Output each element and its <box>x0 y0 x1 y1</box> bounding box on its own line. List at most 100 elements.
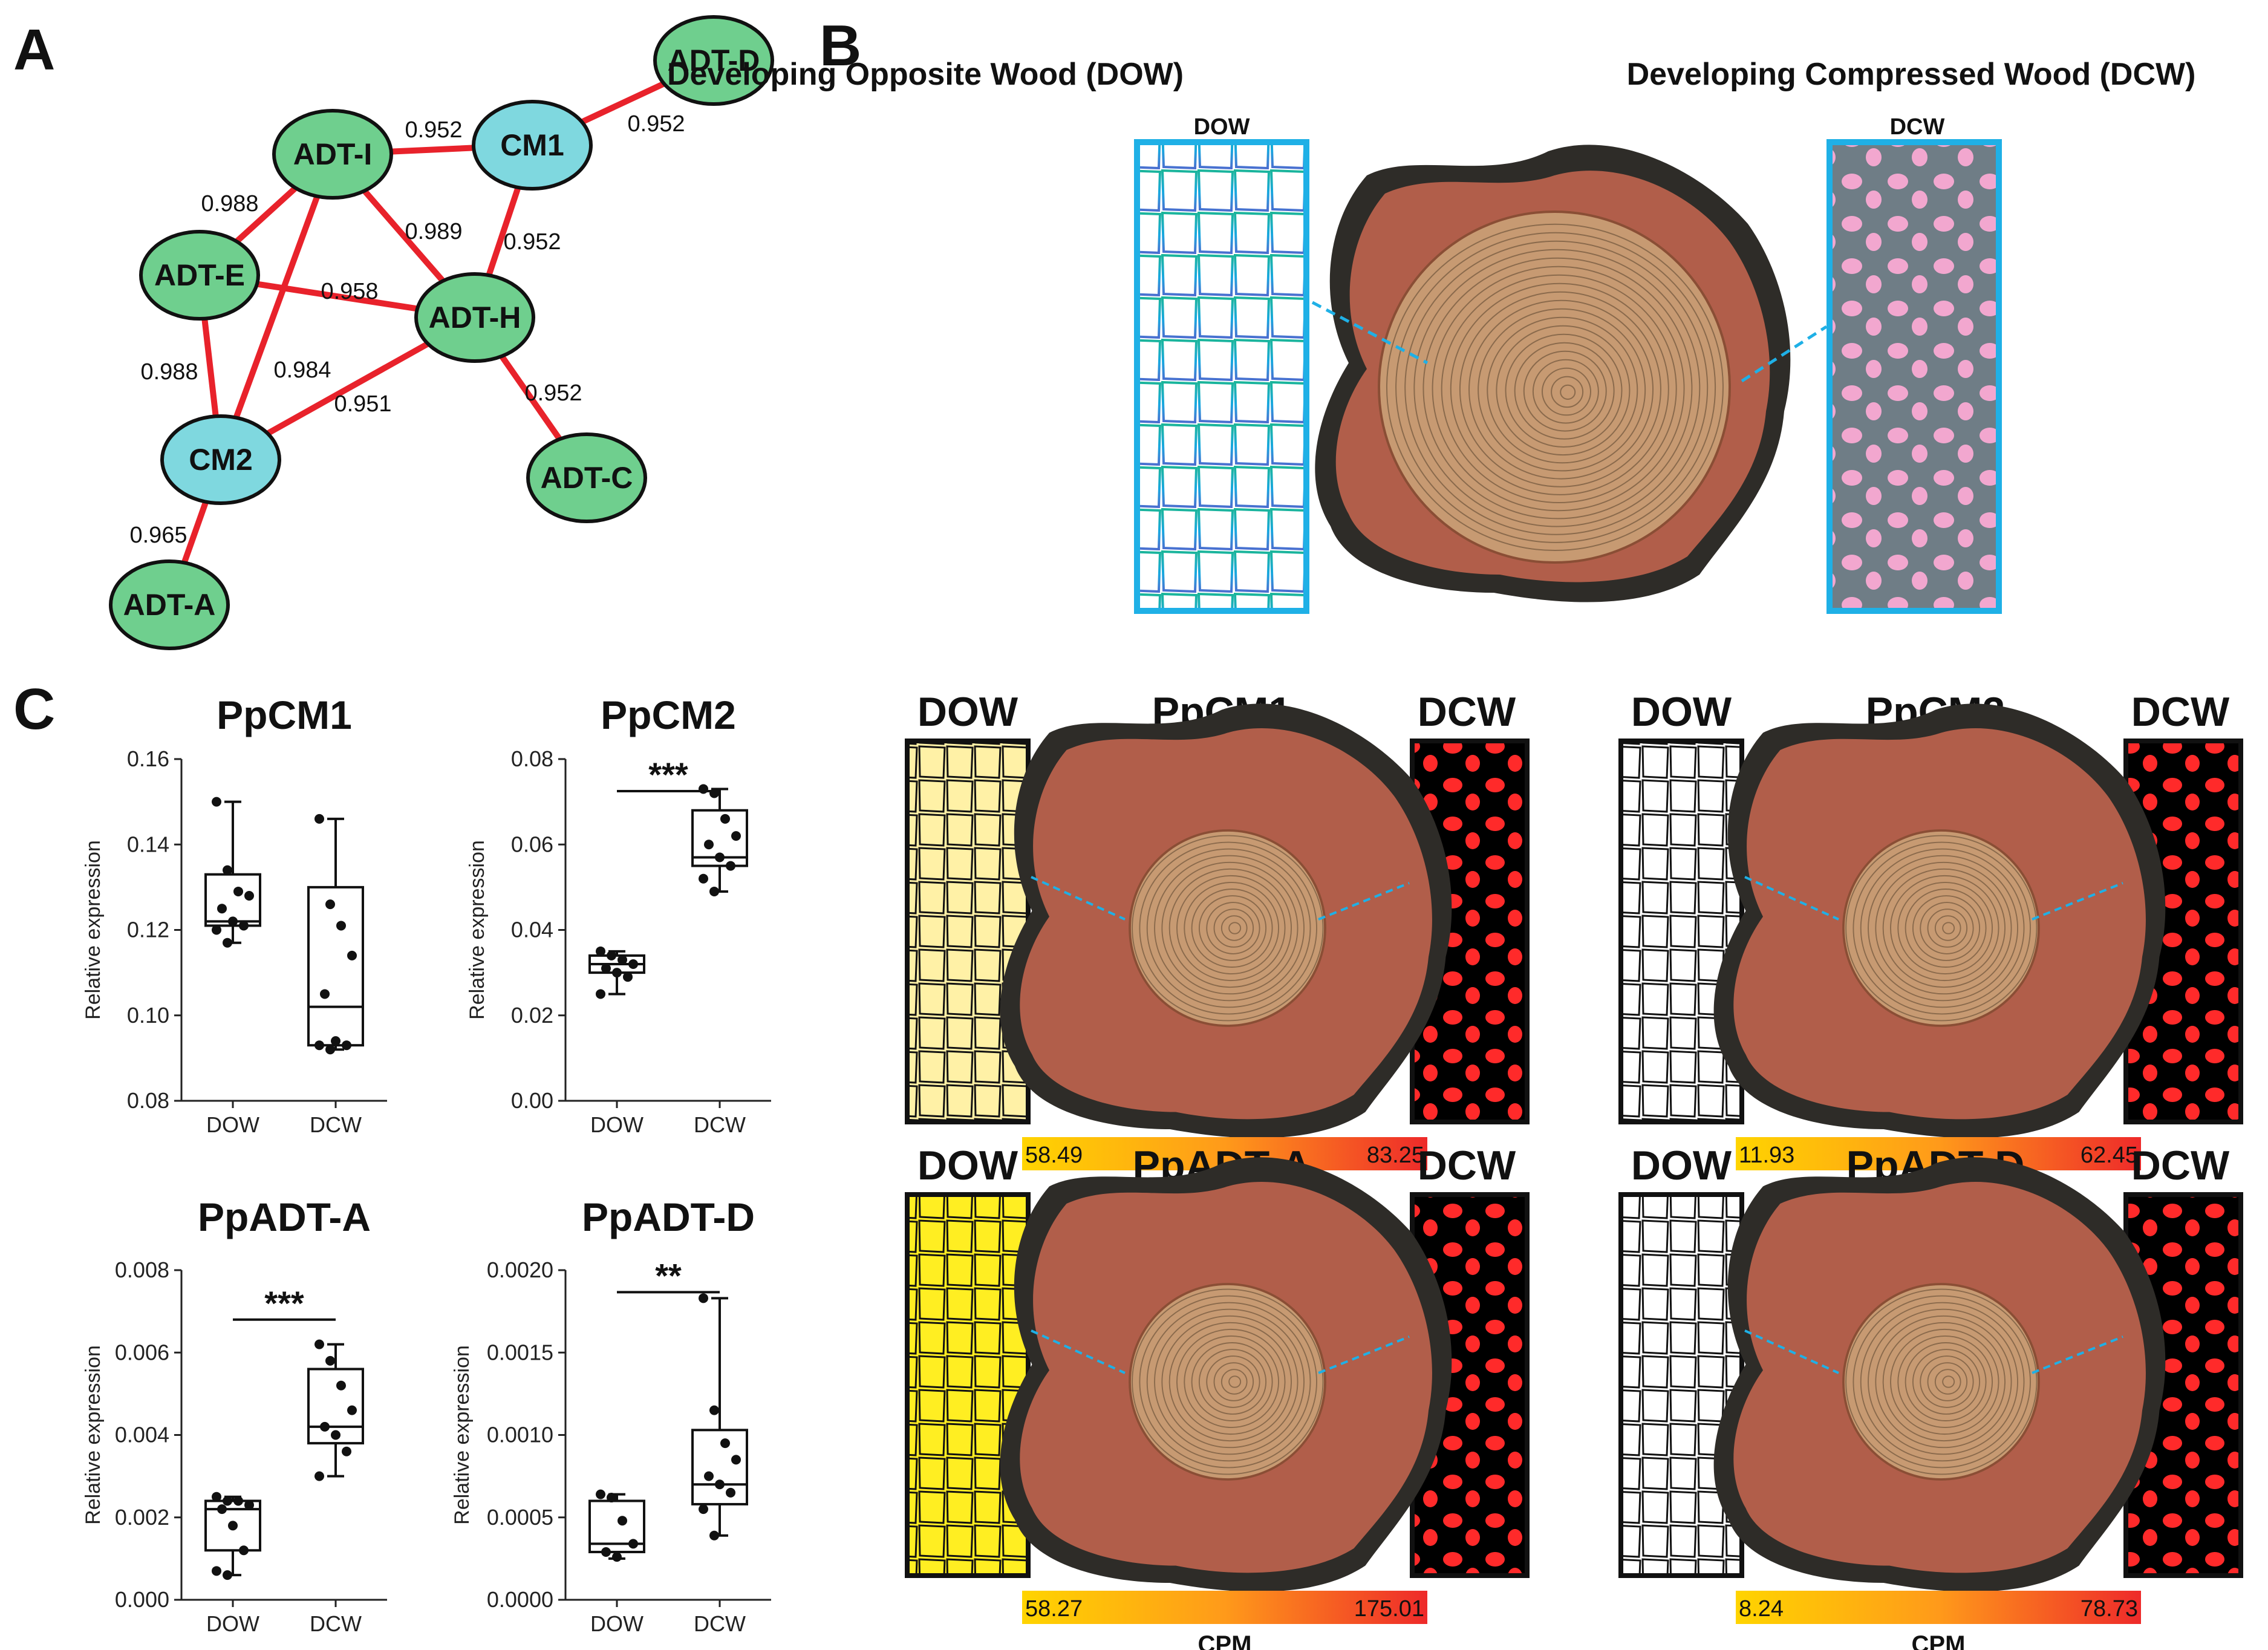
data-point <box>212 1492 221 1502</box>
y-axis-label: Relative expression <box>451 1345 474 1525</box>
data-point <box>720 814 730 824</box>
data-point <box>726 861 735 871</box>
data-point <box>325 1045 335 1055</box>
cpm-max: 78.73 <box>2081 1596 2138 1622</box>
edge-weight-label: 0.965 <box>129 523 187 548</box>
edge-weight-label: 0.951 <box>334 391 391 417</box>
dow-connector <box>1031 1329 1126 1374</box>
cpm-unit-label: CPM <box>1912 1631 1966 1650</box>
data-point <box>217 1504 227 1515</box>
x-tick-label: DOW <box>206 1112 259 1137</box>
data-point <box>336 921 346 931</box>
dow-label: DOW <box>917 689 1018 735</box>
cpm-heatmap-panels: DOWPpCM1DCW58.4983.25CPMDOWPpCM2DCW11.93… <box>905 689 2243 1650</box>
data-point <box>228 916 238 927</box>
cpm-color-scale <box>1022 1591 1427 1624</box>
data-point <box>726 1487 735 1498</box>
data-point <box>212 1566 221 1576</box>
data-point <box>217 904 227 914</box>
data-point <box>601 1547 611 1557</box>
data-point <box>709 1530 719 1541</box>
data-point <box>709 1405 719 1415</box>
cpm-unit-label: CPM <box>1198 1631 1252 1650</box>
dow-connector <box>1744 1329 1839 1374</box>
data-point <box>325 899 335 910</box>
edge-weight-label: 0.958 <box>321 279 378 304</box>
y-tick-label: 0.006 <box>115 1340 169 1365</box>
dcw-connector <box>2032 882 2123 921</box>
data-point <box>233 1496 243 1506</box>
data-point <box>233 886 243 896</box>
y-tick-label: 0.16 <box>127 746 169 771</box>
data-point <box>607 950 616 960</box>
wood-cross-section <box>1000 1157 1452 1592</box>
data-point <box>699 1293 708 1303</box>
network-edge <box>218 153 336 461</box>
cpm-min: 58.27 <box>1025 1596 1083 1622</box>
data-point <box>715 852 725 862</box>
data-point <box>314 1471 324 1481</box>
tree-cross-section <box>1315 145 1791 602</box>
panel-letter-c: C <box>13 677 55 742</box>
y-tick-label: 0.08 <box>511 746 553 771</box>
y-tick-label: 0.06 <box>511 832 553 856</box>
data-point <box>704 840 714 850</box>
x-tick-label: DCW <box>694 1112 746 1137</box>
x-tick-label: DOW <box>590 1611 644 1636</box>
y-tick-label: 0.008 <box>115 1257 169 1282</box>
y-tick-label: 0.004 <box>115 1423 169 1447</box>
data-point <box>228 1521 238 1531</box>
cpm-min: 11.93 <box>1739 1143 1794 1168</box>
node-label: ADT-I <box>293 137 373 171</box>
data-point <box>331 1430 341 1440</box>
dow-inset <box>905 1192 1031 1578</box>
cpm-min: 58.49 <box>1025 1143 1083 1168</box>
data-point <box>731 831 741 841</box>
y-axis-label: Relative expression <box>82 840 105 1020</box>
dcw-inset <box>2123 739 2243 1124</box>
data-point <box>212 797 221 807</box>
network-node: ADT-E <box>139 230 260 321</box>
node-label: CM1 <box>500 128 564 162</box>
data-point <box>607 1493 616 1503</box>
cpm-color-scale <box>1736 1591 2141 1624</box>
y-tick-label: 0.000 <box>115 1587 169 1612</box>
data-point <box>618 954 627 965</box>
data-point <box>596 989 605 999</box>
data-point <box>715 1479 725 1490</box>
dcw-inset-label: DCW <box>1890 114 1945 140</box>
panel-b: Developing Opposite Wood (DOW) Developin… <box>667 57 2195 614</box>
node-ellipse <box>526 432 647 523</box>
panel-letter-b: B <box>820 13 861 78</box>
cpm-max: 83.25 <box>1367 1143 1424 1168</box>
network-node: ADT-I <box>272 109 393 200</box>
chart-title: PpCM2 <box>601 693 736 737</box>
dow-connector <box>1311 301 1429 365</box>
dow-inset-label: DOW <box>1194 114 1250 140</box>
dcw-label: DCW <box>1418 689 1516 735</box>
data-point <box>239 1545 249 1556</box>
dow-cell-inset <box>1134 139 1309 614</box>
data-point <box>709 788 719 798</box>
boxplot-ppadt-d: PpADT-D0.00000.00050.00100.00150.0020Rel… <box>451 1195 771 1636</box>
wood-cross-section <box>1000 703 1452 1138</box>
node-ellipse <box>272 109 393 200</box>
node-ellipse <box>139 230 260 321</box>
data-point <box>244 891 254 901</box>
x-tick-label: DCW <box>310 1611 362 1636</box>
data-point <box>601 964 611 974</box>
dow-inset <box>905 739 1031 1124</box>
y-tick-label: 0.0010 <box>487 1423 553 1447</box>
dcw-connector <box>1741 325 1828 383</box>
node-ellipse <box>653 15 774 106</box>
network-node: ADT-C <box>526 432 647 523</box>
edge-weight-label: 0.988 <box>201 191 258 217</box>
data-point <box>223 1496 232 1506</box>
data-point <box>628 959 638 969</box>
data-point <box>244 1500 254 1510</box>
chart-title: PpCM1 <box>217 693 352 737</box>
data-point <box>314 814 324 824</box>
data-point <box>342 1446 351 1456</box>
panel-letter-a: A <box>13 18 55 82</box>
